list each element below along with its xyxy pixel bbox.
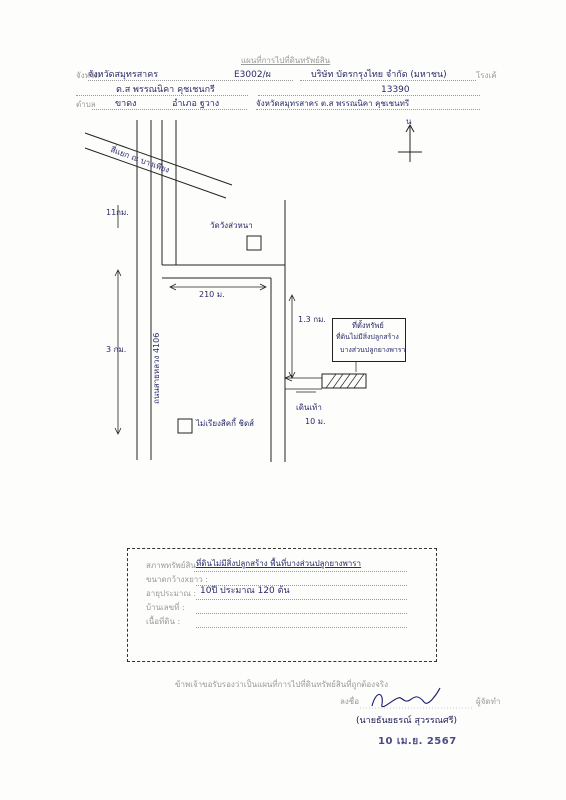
sign-label: ลงชื่อ: [340, 697, 360, 706]
near-value: จังหวัดสมุทรสาคร ต.ส พรรณนิคา คุชเชนทรี: [256, 99, 410, 108]
plot-label-1: ที่ตั้งทรัพย์: [352, 321, 384, 330]
role-label: ผู้จัดทำ: [476, 697, 501, 706]
plot-label-3: บางส่วนปลูกยางพารา: [340, 346, 406, 354]
plot-label-2: ที่ดินไม่มีสิ่งปลูกสร้าง: [336, 333, 399, 341]
narrow-path-dist: 10 ม.: [305, 417, 326, 426]
north-label: น: [406, 117, 412, 126]
condition-label: สภาพทรัพย์สิน :: [146, 561, 202, 570]
subdistrict-value: ขาดง: [115, 99, 137, 109]
code-value: E3002/ผ: [234, 70, 271, 80]
plot-callout: [332, 318, 406, 362]
dist-right: 1.3 กม.: [298, 315, 326, 324]
shop-label: ไม่เรียงสีคกี้ ชิดส์: [196, 419, 255, 428]
size-label: ขนาดกว้างxยาว :: [146, 575, 209, 584]
dist-left-top: 11กม.: [106, 208, 129, 217]
house-no-label: บ้านเลขที่ :: [146, 603, 185, 612]
age-label: อายุประมาณ :: [146, 589, 197, 598]
province-value: จังหวัดสมุทรสาคร: [88, 70, 159, 80]
property-plot: [321, 373, 367, 389]
width-label: 210 ม.: [199, 290, 225, 299]
company-value: บริษัท บัตรกรุงไทย จำกัด (มหาชน): [311, 70, 447, 80]
condition-value: ที่ดินไม่มีสิ่งปลูกสร้าง พื้นที่บางส่วนป…: [196, 559, 362, 568]
signer-name: (นายธันยธรณ์ สุวรรณศรี): [356, 716, 458, 726]
narrow-path-label: เดินเท้า: [296, 403, 322, 412]
phone-value: 13390: [381, 85, 410, 95]
certify-text: ข้าพเจ้าขอรับรองว่าเป็นแผนที่การไปที่ดิน…: [175, 680, 388, 689]
road-label: โรงเค้: [476, 71, 497, 80]
dist-left-main: 3 กม.: [106, 345, 127, 354]
subdistrict-label: ตำบล: [76, 100, 96, 109]
age-value: 10ปี ประมาณ 120 ต้น: [200, 586, 290, 596]
date-stamp: 10 เม.ย. 2567: [378, 736, 457, 747]
form-title: แผนที่การไปที่ดินทรัพย์สิน: [241, 56, 331, 65]
area-label: เนื้อที่ดิน :: [146, 617, 181, 626]
location-value: ต.ส พรรณนิคา คุชเชนกรี: [116, 85, 215, 95]
district-value: อำเภอ ฐวาง: [172, 99, 220, 109]
temple-label: วัดวังส่วหนา: [210, 221, 253, 230]
province-label: จังหวัด: [76, 71, 100, 80]
north-arrow-icon: [398, 123, 422, 162]
property-details-box: [127, 548, 437, 662]
